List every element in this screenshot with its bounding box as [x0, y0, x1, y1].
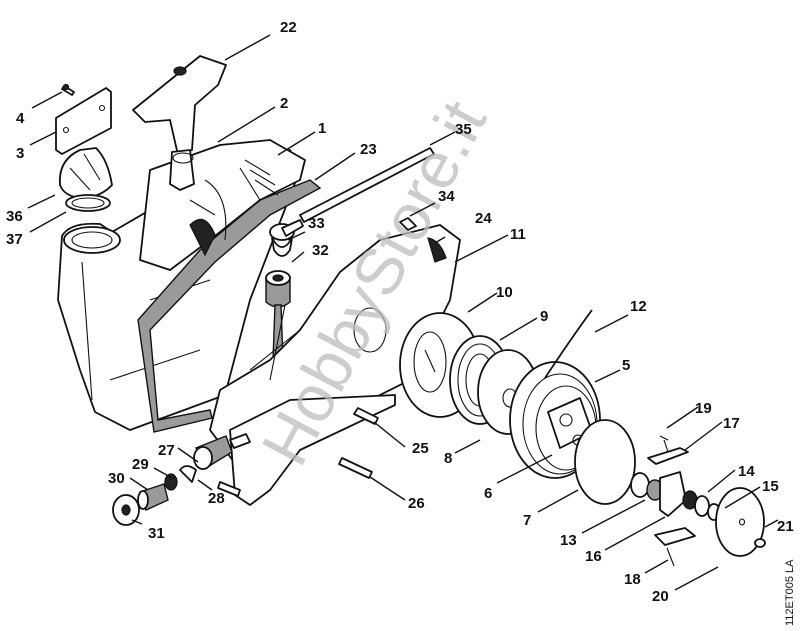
callout-labels: 22 2 1 23 35 4 3 36 37 33 32 34 24 11 10… — [6, 19, 794, 605]
callout-33: 33 — [308, 215, 325, 232]
leader-lines — [27, 34, 779, 591]
elbow-fitting — [269, 219, 304, 257]
callout-12: 12 — [630, 298, 647, 315]
callout-13: 13 — [560, 532, 577, 549]
lower-bracket — [217, 394, 396, 506]
callout-27: 27 — [158, 442, 175, 459]
callout-25: 25 — [412, 440, 429, 457]
callout-21: 21 — [777, 518, 794, 535]
callout-24: 24 — [475, 210, 492, 227]
rod — [299, 147, 435, 223]
cover-disc — [715, 487, 765, 557]
callout-11: 11 — [510, 226, 526, 243]
washer-14-15 — [682, 490, 721, 521]
callout-10: 10 — [496, 284, 513, 301]
callout-28: 28 — [208, 490, 225, 507]
callout-36: 36 — [6, 208, 23, 225]
callout-9: 9 — [540, 308, 548, 325]
callout-17: 17 — [723, 415, 740, 432]
screw — [61, 83, 75, 96]
callout-30: 30 — [108, 470, 125, 487]
callout-4: 4 — [16, 110, 25, 127]
callout-32: 32 — [312, 242, 329, 259]
sleeve — [137, 483, 169, 511]
callout-19: 19 — [695, 400, 712, 417]
cover-plate — [55, 87, 112, 155]
callout-22: 22 — [280, 19, 297, 36]
callout-26: 26 — [408, 495, 425, 512]
fuel-cap — [58, 147, 113, 212]
callout-18: 18 — [624, 571, 641, 588]
starter-rope — [544, 309, 593, 379]
cap-nut — [112, 494, 140, 526]
screen — [164, 473, 178, 491]
callout-2: 2 — [280, 95, 288, 112]
pawl-assembly — [630, 435, 689, 517]
callout-23: 23 — [360, 141, 377, 158]
retaining-clip — [754, 538, 766, 548]
callout-5: 5 — [622, 357, 630, 374]
callout-1: 1 — [318, 120, 326, 137]
callout-7: 7 — [523, 512, 531, 529]
snap-ring — [574, 419, 636, 505]
callout-8: 8 — [444, 450, 452, 467]
callout-35: 35 — [455, 121, 472, 138]
fuel-pickup — [193, 433, 251, 470]
guide-plate — [654, 527, 696, 567]
callout-3: 3 — [16, 145, 24, 162]
drawing-code: 112ET005 LA — [784, 559, 796, 626]
callout-15: 15 — [762, 478, 779, 495]
starter-handle — [132, 55, 227, 191]
callout-16: 16 — [585, 548, 602, 565]
callout-29: 29 — [132, 456, 149, 473]
callout-37: 37 — [6, 231, 23, 248]
callout-34: 34 — [438, 188, 455, 205]
callout-14: 14 — [738, 463, 755, 480]
callout-31: 31 — [148, 525, 165, 542]
callout-20: 20 — [652, 588, 669, 605]
washer — [179, 465, 197, 483]
callout-6: 6 — [484, 485, 492, 502]
